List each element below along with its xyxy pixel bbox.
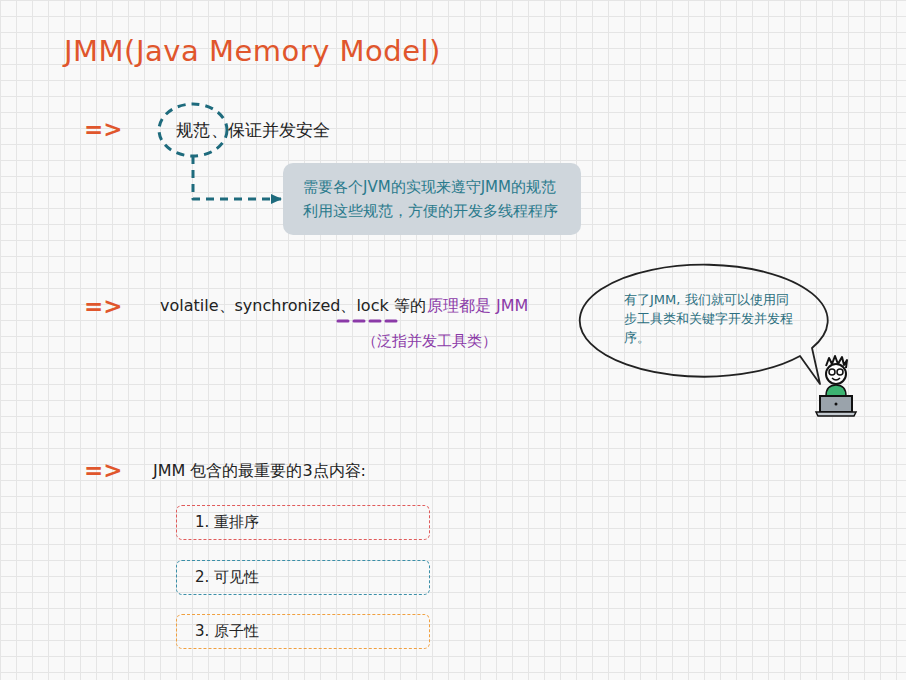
item-text: 2. 可见性: [195, 561, 411, 594]
bullet-arrow: =>: [84, 293, 123, 319]
node-dash: 2. 可见性: [176, 560, 430, 595]
dashed-connector: [193, 156, 281, 199]
node-text: 需要各个JVM的实现来遵守JMM的规范 利用这些规范，方便的开发多线程程序: [303, 175, 561, 223]
node-text: 规范: [176, 119, 210, 142]
label: volatile、synchronized、lock 等的: [160, 296, 426, 317]
purple-dashed-underline: [338, 320, 400, 323]
item-text: 3. 原子性: [195, 615, 411, 648]
label: JMM 包含的最重要的3点内容:: [153, 461, 366, 482]
node-bubble: 有了JMM, 我们就可以使用同步工具类和关键字开发并发程序。: [586, 260, 838, 390]
person-icon: [812, 354, 866, 420]
item-text: 1. 重排序: [195, 506, 411, 539]
bubble-text: 有了JMM, 我们就可以使用同步工具类和关键字开发并发程序。: [624, 290, 800, 347]
bullet-arrow: =>: [84, 116, 123, 142]
label-purple: （泛指并发工具类）: [362, 332, 497, 351]
title: JMM(Java Memory Model): [64, 34, 441, 68]
node-dash: 3. 原子性: [176, 614, 430, 649]
label-purple: 原理都是 JMM: [427, 296, 528, 317]
node-grey: 需要各个JVM的实现来遵守JMM的规范 利用这些规范，方便的开发多线程程序: [283, 163, 581, 235]
bubble-outline: [580, 265, 828, 384]
label: 、保证并发安全: [211, 119, 330, 142]
node-dash: 1. 重排序: [176, 505, 430, 540]
bullet-arrow: =>: [84, 457, 123, 483]
